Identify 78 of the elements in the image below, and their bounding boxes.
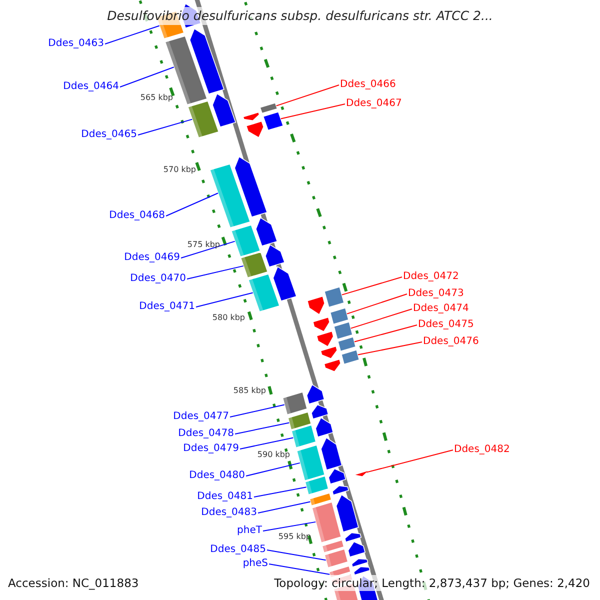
position-label: 595 kbp	[278, 532, 311, 542]
leader-line	[186, 265, 244, 280]
gene-label: Ddes_0471	[139, 301, 195, 313]
gene-feature	[242, 102, 278, 122]
gene-label: Ddes_0467	[346, 98, 402, 110]
position-label: 570 kbp	[163, 165, 196, 175]
position-label: 590 kbp	[257, 450, 290, 460]
gene-feature	[187, 93, 236, 139]
leader-line	[276, 84, 340, 106]
position-label: 585 kbp	[233, 386, 266, 396]
gene-label: Ddes_0476	[423, 336, 479, 348]
gene-label: Ddes_0479	[183, 443, 239, 455]
leader-line	[266, 550, 326, 561]
gene-feature	[316, 321, 354, 348]
gene-feature	[324, 349, 360, 372]
gene-label: Ddes_0485	[210, 544, 266, 556]
leader-line	[180, 240, 236, 258]
gene-feature	[312, 307, 350, 332]
leader-line	[254, 486, 307, 498]
leader-line	[104, 25, 160, 44]
gene-label: Ddes_0474	[413, 303, 469, 315]
leader-line	[350, 308, 412, 329]
gene-feature	[240, 244, 286, 279]
leader-line	[246, 462, 300, 476]
gene-feature	[290, 417, 334, 449]
gene-label: Ddes_0477	[173, 411, 229, 423]
gene-label: Ddes_0480	[189, 470, 245, 482]
leader-line	[166, 192, 218, 216]
gene-feature	[321, 532, 362, 554]
gene-label: Ddes_0470	[130, 273, 186, 285]
position-label: 580 kbp	[212, 313, 245, 323]
gene-label: Ddes_0468	[109, 210, 165, 222]
gene-feature	[320, 336, 356, 360]
gene-label: Ddes_0463	[48, 38, 104, 50]
leader-line	[354, 324, 418, 342]
gene-label: Ddes_0475	[418, 319, 474, 331]
leader-line	[234, 422, 290, 434]
leader-line	[230, 404, 285, 418]
gene-label: Ddes_0481	[197, 491, 253, 503]
leader-line	[262, 521, 316, 532]
gene-label: Ddes_0464	[63, 81, 119, 93]
gene-feature	[287, 404, 329, 431]
leader-line	[120, 66, 174, 88]
gene-feature	[248, 266, 298, 313]
gene-label: pheT	[237, 525, 262, 537]
gene-feature	[324, 541, 366, 569]
gene-feature	[209, 156, 268, 229]
gene-feature	[304, 468, 346, 496]
gene-feature	[230, 217, 278, 258]
leader-line	[346, 294, 408, 314]
footer-note: Accession: NC_011883	[6, 575, 141, 591]
leader-line	[258, 501, 311, 514]
leader-line	[138, 118, 193, 136]
leader-line	[341, 276, 402, 296]
leader-line	[366, 450, 454, 473]
gene-label: Ddes_0473	[408, 288, 464, 300]
gene-label: pheS	[242, 558, 268, 570]
gene-label: Ddes_0478	[178, 428, 234, 440]
gene-feature	[353, 470, 370, 478]
position-label: 565 kbp	[140, 93, 173, 103]
leader-line	[240, 437, 294, 450]
gene-feature	[306, 286, 345, 316]
gene-label: Ddes_0482	[454, 444, 510, 456]
gene-label: Ddes_0483	[201, 507, 257, 519]
gene-label: Ddes_0469	[124, 252, 180, 264]
position-label: 575 kbp	[187, 240, 220, 250]
gene-feature	[308, 485, 350, 507]
gene-label: Ddes_0465	[81, 129, 137, 141]
gene-feature	[296, 437, 342, 482]
gene-feature	[246, 111, 284, 138]
leader-line	[280, 104, 346, 120]
gene-label: Ddes_0472	[403, 271, 459, 283]
leader-line	[196, 292, 254, 308]
gene-feature	[282, 384, 325, 416]
leader-line	[357, 342, 422, 356]
gene-label: Ddes_0466	[340, 79, 396, 91]
gene-feature	[311, 494, 359, 544]
leader-line	[268, 564, 330, 575]
